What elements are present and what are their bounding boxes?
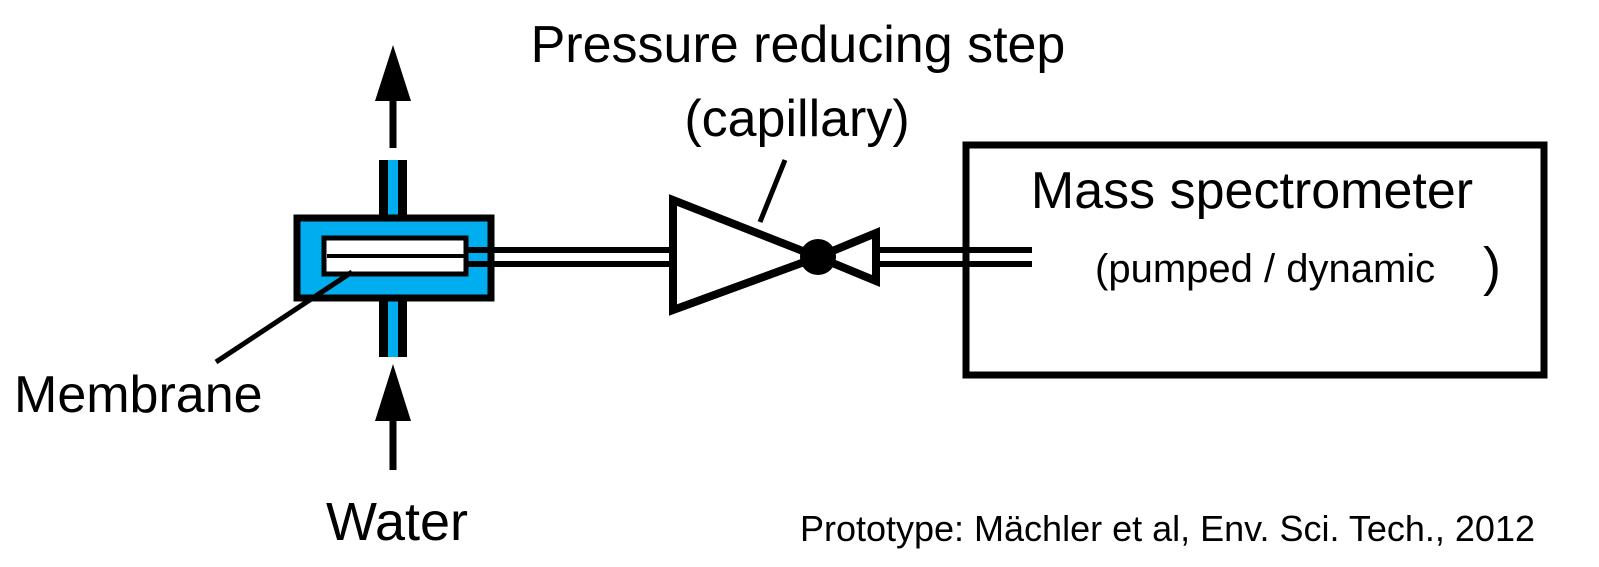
- membrane-pointer: [214, 269, 354, 365]
- water-inlet-tube: [379, 295, 407, 357]
- capillary-pointer: [757, 159, 788, 223]
- mass-spectrometer-subtitle-paren: ): [1483, 237, 1501, 297]
- citation-label: Prototype: Mächler et al, Env. Sci. Tech…: [800, 508, 1535, 549]
- pressure-step-label: Pressure reducing step: [531, 16, 1066, 74]
- mass-spectrometer-box: [962, 141, 1548, 379]
- membrane-label: Membrane: [14, 366, 263, 424]
- capillary-label: (capillary): [684, 90, 909, 148]
- transfer-line: [466, 247, 1032, 267]
- needle-valve-icon: [669, 194, 880, 316]
- mass-spectrometer-subtitle: (pumped / dynamic: [1095, 247, 1435, 291]
- arrow-up-icon: [375, 364, 411, 470]
- mass-spectrometer-title: Mass spectrometer: [1031, 162, 1473, 220]
- water-label: Water: [326, 492, 468, 552]
- water-outlet-tube: [379, 160, 407, 220]
- arrow-up-icon: [375, 45, 411, 148]
- membrane-module: [293, 160, 495, 357]
